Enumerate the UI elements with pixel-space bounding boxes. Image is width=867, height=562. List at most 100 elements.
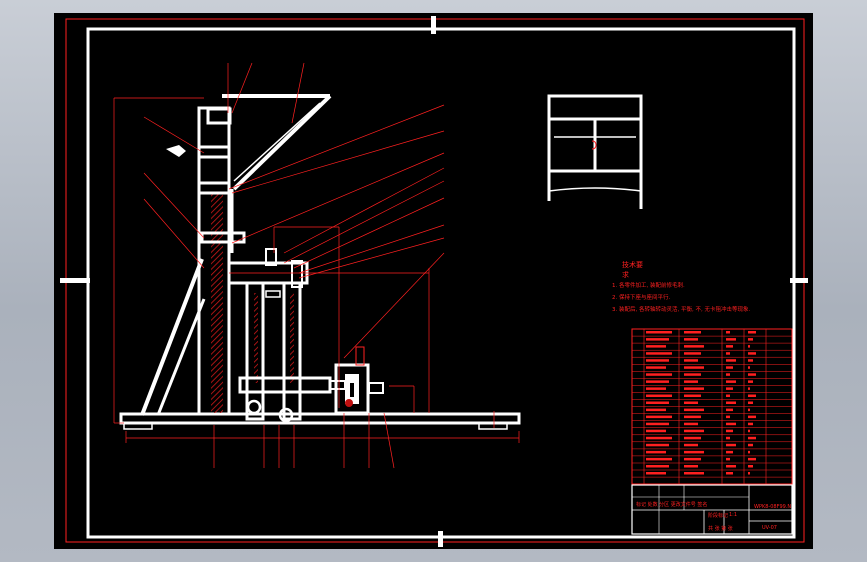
- parts-list-cell-mark: [726, 359, 736, 362]
- center-mark-bottom: [438, 531, 443, 547]
- parts-list-cell-mark: [748, 429, 750, 433]
- parts-list-cell-mark: [726, 394, 730, 397]
- parts-list-cell-mark: [646, 457, 672, 461]
- parts-list-cell-mark: [726, 472, 733, 475]
- parts-list-cell-mark: [646, 472, 666, 475]
- parts-list-cell-mark: [726, 436, 730, 440]
- parts-list-cell-mark: [684, 394, 701, 397]
- annotation-lines: [113, 62, 520, 469]
- parts-list-cell-mark: [726, 415, 730, 419]
- parts-list-cell-mark: [726, 465, 736, 468]
- center-mark-top: [431, 16, 436, 34]
- parts-list-cell-mark: [684, 457, 701, 461]
- parts-list-cell-mark: [646, 338, 669, 341]
- title-block-design-label: 标记 处数 分区 更改文件号 签名: [636, 502, 708, 508]
- parts-list-cell-mark: [684, 359, 698, 362]
- parts-list-cell-mark: [726, 366, 733, 369]
- parts-list-cell-mark: [646, 443, 669, 447]
- notes-line-2: 2. 保持下座与座间平行.: [612, 295, 671, 301]
- parts-list-cell-mark: [646, 359, 669, 362]
- parts-list-cell-mark: [726, 345, 733, 348]
- parts-list-cell-mark: [748, 472, 750, 475]
- parts-list-cell-mark: [684, 373, 701, 376]
- parts-list-cell-mark: [748, 401, 753, 404]
- title-block-sheet-label: 共 张 第 张: [708, 526, 733, 532]
- parts-list-cell-mark: [684, 443, 698, 447]
- notes-heading: 技术要: [622, 261, 643, 269]
- parts-list-cell-mark: [726, 443, 736, 447]
- title-block-scale: 1:1: [729, 512, 738, 518]
- center-mark-right: [790, 278, 808, 283]
- parts-list-cell-mark: [646, 422, 669, 426]
- parts-list-cell-mark: [684, 436, 701, 440]
- parts-list-cell-mark: [748, 465, 753, 468]
- assembly-drawing: [60, 16, 808, 547]
- parts-list-cell-mark: [748, 373, 756, 376]
- parts-list-cell-mark: [646, 366, 666, 369]
- parts-list-cell-mark: [684, 331, 701, 334]
- parts-list-cell-mark: [684, 366, 704, 369]
- parts-list-cell-mark: [646, 465, 669, 468]
- parts-list-cell-mark: [748, 352, 756, 355]
- parts-list-cells: [646, 331, 756, 475]
- parts-list-cell-mark: [748, 387, 750, 390]
- parts-list-cell-mark: [646, 352, 672, 355]
- parts-list-cell-mark: [646, 450, 666, 454]
- parts-list-cell-mark: [726, 422, 736, 426]
- parts-list-cell-mark: [684, 352, 701, 355]
- base-plate: [119, 412, 521, 425]
- notes-subheading: 求: [622, 271, 629, 279]
- parts-list-cell-mark: [726, 401, 736, 404]
- title-block-stage-label: 阶段标记: [708, 513, 729, 519]
- parts-list-cell-mark: [646, 429, 666, 433]
- notes-line-3: 3. 装配后, 各转轴转动灵活, 平衡, 不, 无卡阻冲击等现象.: [612, 307, 751, 313]
- parts-list-cell-mark: [684, 380, 698, 383]
- parts-list-cell-mark: [726, 387, 733, 390]
- parts-list-cell-mark: [748, 331, 756, 334]
- sheet-outer-border: [65, 18, 805, 543]
- cad-viewport[interactable]: 技术要 求 1. 各零件加工, 装配前修毛刺. 2. 保持下座与座间平行. 3.…: [54, 13, 813, 549]
- detail-view: [547, 94, 643, 209]
- column-hatch: [211, 193, 223, 413]
- parts-list-cell-mark: [726, 373, 730, 376]
- parts-list-cell-mark: [726, 338, 736, 341]
- parts-list-cell-mark: [748, 359, 753, 362]
- parts-list-cell-mark: [646, 408, 666, 412]
- parts-list-cell-mark: [748, 457, 756, 461]
- notes-line-1: 1. 各零件加工, 装配前修毛刺.: [612, 283, 685, 289]
- parts-list-cell-mark: [748, 380, 753, 383]
- parts-list-cell-mark: [684, 429, 704, 433]
- parts-list-cell-mark: [726, 352, 730, 355]
- parts-list-cell-mark: [646, 380, 669, 383]
- parts-list-cell-mark: [726, 380, 736, 383]
- title-block-drawing-number: UV-07: [762, 525, 777, 531]
- parts-list-cell-mark: [748, 450, 750, 454]
- parts-list-cell-mark: [646, 394, 672, 397]
- left-arrow-pointer: [166, 145, 186, 157]
- title-block-drawing-name: WPK8-08F99.N: [754, 504, 792, 510]
- parts-list-cell-mark: [684, 472, 704, 475]
- parts-list-cell-mark: [748, 443, 753, 447]
- parts-list-cell-mark: [726, 408, 733, 412]
- parts-list-cell-mark: [748, 394, 756, 397]
- parts-list-cell-mark: [726, 331, 730, 334]
- parts-list-cell-mark: [748, 345, 750, 348]
- parts-list-cell-mark: [748, 415, 756, 419]
- parts-list-cell-mark: [646, 331, 672, 334]
- parts-list-cell-mark: [748, 338, 753, 341]
- parts-list-cell-mark: [684, 415, 701, 419]
- parts-list-cell-mark: [726, 457, 730, 461]
- parts-list-cell-mark: [646, 387, 666, 390]
- parts-list-cell-mark: [646, 401, 669, 404]
- parts-list-cell-mark: [684, 401, 698, 404]
- parts-list-cell-mark: [646, 373, 672, 376]
- parts-list-cell-mark: [726, 429, 733, 433]
- main-assembly-view: [119, 94, 521, 430]
- parts-list-cell-mark: [646, 436, 672, 440]
- parts-list-cell-mark: [684, 422, 698, 426]
- parts-list-cell-mark: [684, 450, 704, 454]
- parts-list-cell-mark: [684, 387, 704, 390]
- parts-list-cell-mark: [684, 408, 704, 412]
- parts-list-cell-mark: [646, 415, 672, 419]
- parts-list-cell-mark: [748, 422, 753, 426]
